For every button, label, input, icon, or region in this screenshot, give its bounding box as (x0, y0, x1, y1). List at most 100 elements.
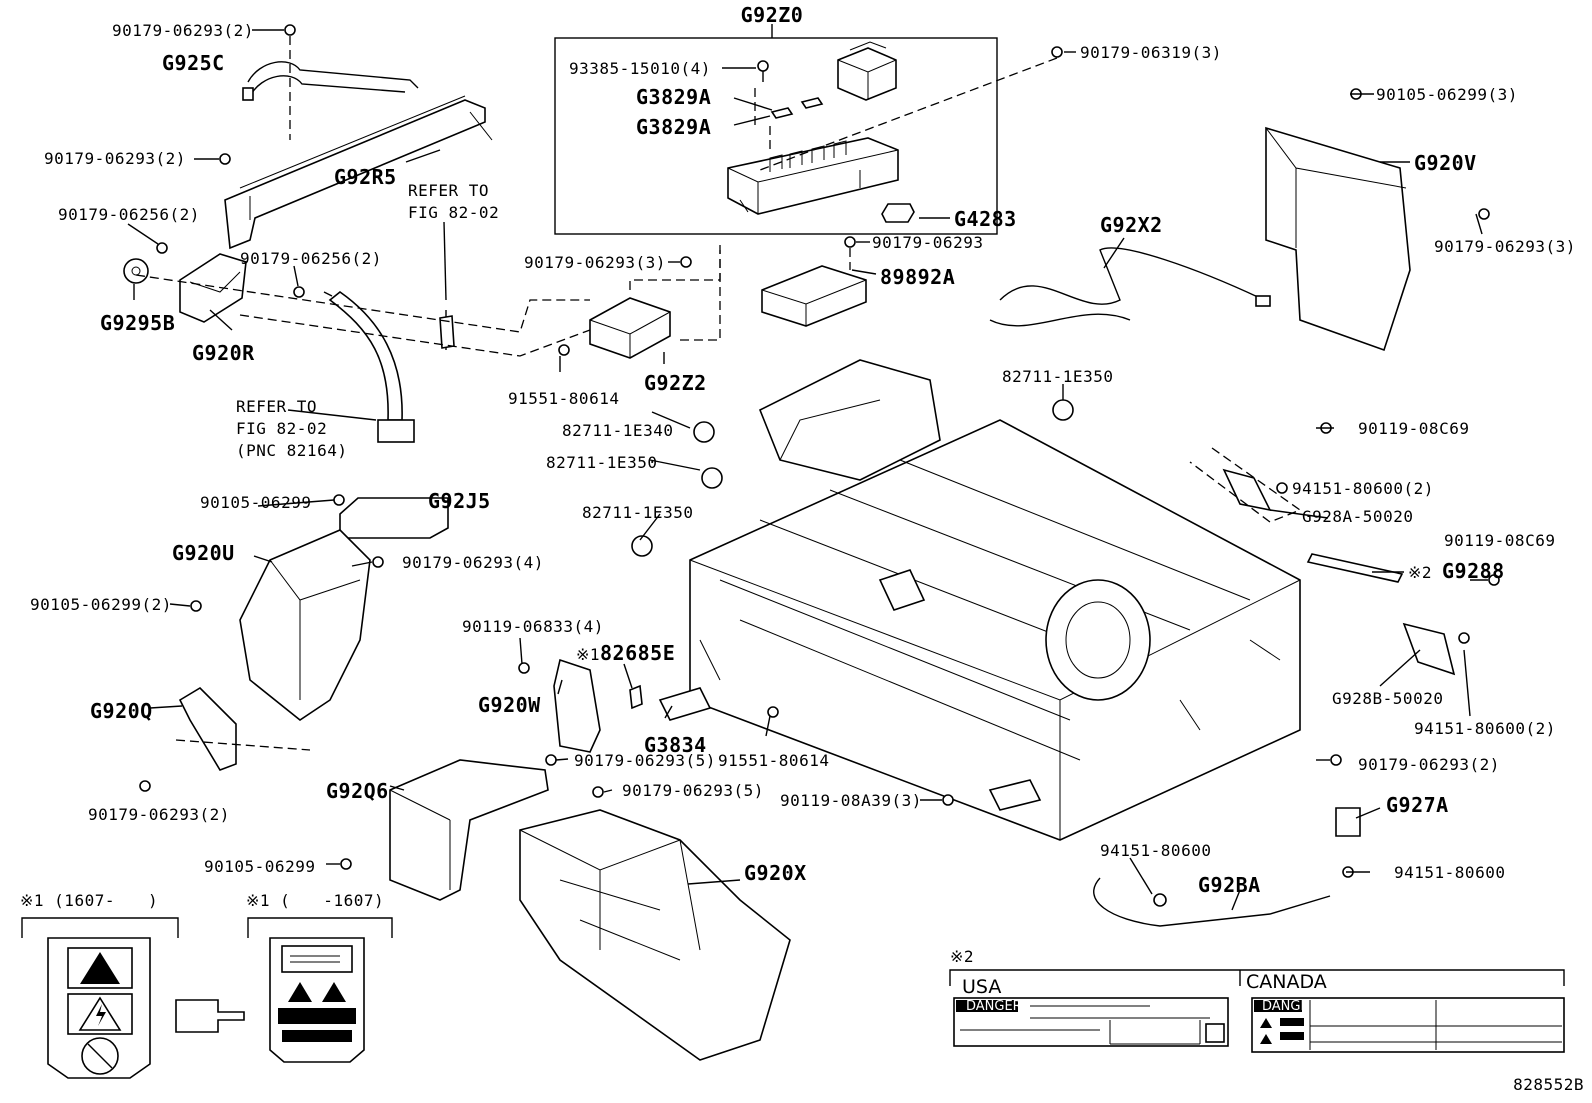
label-90179-06293-2-br: 90179-06293(2) (1358, 755, 1500, 774)
relay-part (837, 41, 897, 101)
label-note-2: ※2 (950, 947, 974, 966)
label-refer-1a: REFER TO (408, 181, 489, 200)
label-g920q: G920Q (90, 699, 153, 723)
label-g920w: G920W (478, 693, 541, 717)
label-90105-06299-3: 90105-06299(3) (1376, 85, 1518, 104)
label-g3829a-2: G3829A (636, 115, 711, 139)
label-90179-06256-2-a: 90179-06256(2) (58, 205, 200, 224)
label-82711-1e350-c: 82711-1E350 (582, 503, 693, 522)
g3834-part (658, 687, 712, 721)
label-94151-80600-2-a: 94151-80600(2) (1292, 479, 1434, 498)
danger-label-variants: ※2 USA CANADA DANGER DANGER (949, 947, 1565, 1053)
clip-part-1 (770, 107, 794, 119)
label-canada: CANADA (1246, 971, 1327, 993)
label-g920u: G920U (172, 541, 235, 565)
g92ba-ground-cable (1093, 866, 1354, 927)
g9288-label-part (1306, 553, 1404, 583)
cable-refer-82-02 (323, 291, 455, 443)
label-usa: USA (962, 976, 1001, 998)
label-94151-80600-a: 94151-80600 (1100, 841, 1211, 860)
label-g92z0: G92Z0 (741, 3, 804, 27)
canada-danger-text: DANGER (1262, 999, 1318, 1014)
label-g927a: G927A (1386, 793, 1449, 817)
label-g92z2: G92Z2 (644, 371, 707, 395)
label-g92x2: G92X2 (1100, 213, 1163, 237)
g92j5-sheet (333, 494, 449, 539)
label-90119-08c69-a: 90119-08C69 (1358, 419, 1469, 438)
label-g925c: G925C (162, 51, 225, 75)
usa-danger-text: DANGER (966, 999, 1022, 1014)
label-g920v: G920V (1414, 151, 1477, 175)
label-g928b-50020: G928B-50020 (1332, 689, 1443, 708)
label-g928a-50020: G928A-50020 (1302, 507, 1413, 526)
label-g92ba: G92BA (1198, 873, 1261, 897)
label-90179-06293-mid: 90179-06293 (872, 233, 983, 252)
g82685e-part (629, 684, 643, 710)
label-90179-06293-2-left: 90179-06293(2) (44, 149, 186, 168)
fastener-icons-left (156, 24, 305, 298)
label-91551-80614-b: 91551-80614 (718, 751, 829, 770)
label-90105-06299-2: 90105-06299(2) (30, 595, 172, 614)
warning-triangle-icon (80, 952, 120, 984)
label-g3834: G3834 (644, 733, 707, 757)
label-g920x: G920X (744, 861, 807, 885)
label-94151-80600-b: 94151-80600 (1394, 863, 1505, 882)
g920q-bracket (139, 686, 311, 792)
label-90105-06299-b: 90105-06299 (204, 857, 315, 876)
g920v-cover (1265, 88, 1490, 352)
nut-icon-top (1051, 46, 1063, 58)
g925c-harness (242, 61, 419, 101)
label-90179-06256-2-b: 90179-06256(2) (240, 249, 382, 268)
label-g92j5: G92J5 (428, 489, 491, 513)
clip-part-2 (800, 97, 824, 109)
g92z2-bracket (558, 240, 721, 359)
label-82711-1e350-b: 82711-1E350 (546, 453, 657, 472)
figure-id: 828552B (1513, 1075, 1584, 1094)
label-90179-06293-3-right: 90179-06293(3) (1434, 237, 1576, 256)
label-g9288: G9288 (1442, 559, 1505, 583)
label-g92q6: G92Q6 (326, 779, 389, 803)
g92x2-harness (989, 247, 1271, 327)
bolt-icon (757, 60, 769, 72)
label-90119-08c69-b: 90119-08C69 (1444, 531, 1555, 550)
label-82685e-prefix: ※1 (576, 645, 600, 664)
label-90179-06319-3: 90179-06319(3) (1080, 43, 1222, 62)
ecu-89892a (761, 236, 867, 327)
label-90179-06293-2-bl: 90179-06293(2) (88, 805, 230, 824)
arrow-left-icon (175, 999, 245, 1033)
g920x-cover (519, 809, 791, 1061)
label-90179-06293-4: 90179-06293(4) (402, 553, 544, 572)
leader-lines (127, 51, 1488, 911)
g9295b-sensor (123, 258, 149, 284)
g927a-bracket (1330, 754, 1361, 837)
label-g9288-prefix: ※2 (1408, 563, 1432, 582)
label-90179-06293-5-a: 90179-06293(5) (574, 751, 716, 770)
g920u-cover (190, 529, 384, 721)
label-90179-06293-5-b: 90179-06293(5) (622, 781, 764, 800)
label-89892a: 89892A (880, 265, 955, 289)
part-labels: G92Z0 93385-15010(4) G3829A G3829A G4283… (30, 3, 1576, 897)
label-90105-06299-a: 90105-06299 (200, 493, 311, 512)
g928b-bracket (1402, 574, 1500, 676)
label-82685e: 82685E (600, 641, 675, 665)
g4283-part (881, 203, 915, 223)
label-90119-08a39-3: 90119-08A39(3) (780, 791, 922, 810)
label-g920r: G920R (192, 341, 255, 365)
label-g3829a-1: G3829A (636, 85, 711, 109)
g92q6-cover (340, 706, 954, 901)
label-g9295b: G9295B (100, 311, 175, 335)
label-94151-80600-2-b: 94151-80600(2) (1414, 719, 1556, 738)
label-refer-2c: (PNC 82164) (236, 441, 347, 460)
g92r5-bracket (224, 95, 493, 250)
label-refer-2a: REFER TO (236, 397, 317, 416)
label-refer-2b: FIG 82-02 (236, 419, 327, 438)
label-82711-1e350-a: 82711-1E350 (1002, 367, 1113, 386)
label-90179-06293-3-mid: 90179-06293(3) (524, 253, 666, 272)
label-refer-1b: FIG 82-02 (408, 203, 499, 222)
label-variant-2: ※1 ( -1607) (246, 891, 384, 910)
label-variant-1: ※1 (1607- ) (20, 891, 158, 910)
label-82711-1e340: 82711-1E340 (562, 421, 673, 440)
label-90119-06833-4: 90119-06833(4) (462, 617, 604, 636)
g920w-cover (518, 658, 601, 753)
